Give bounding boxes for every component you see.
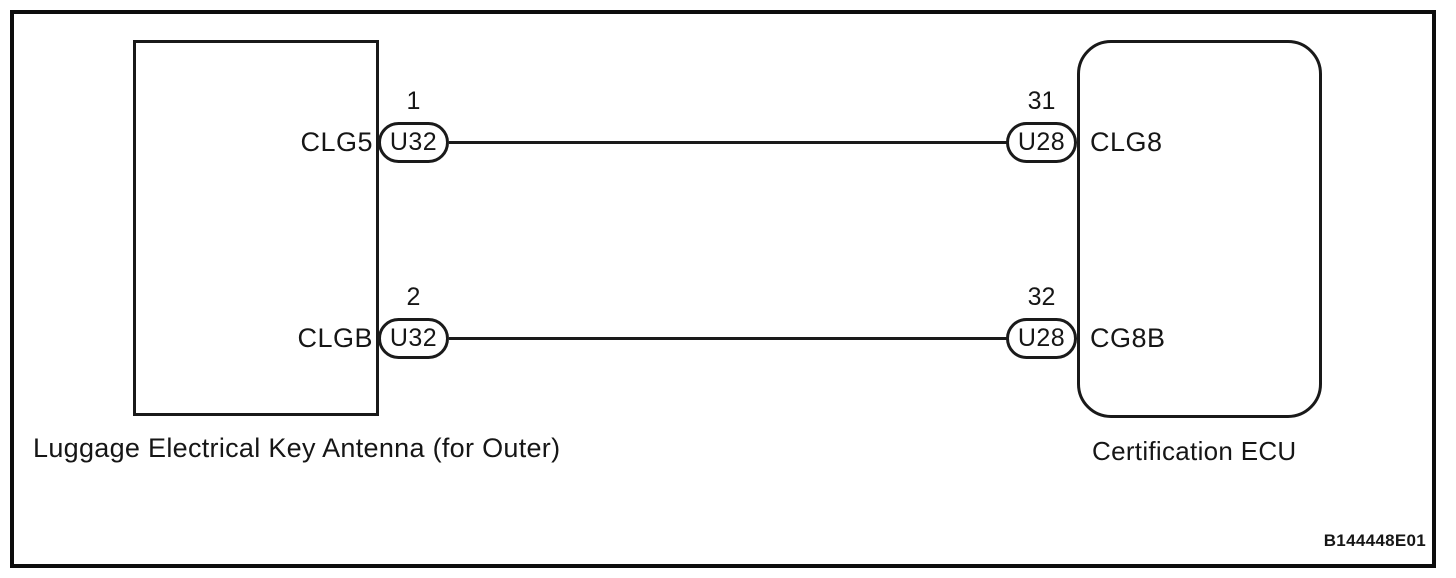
pin-number: 32 bbox=[1027, 283, 1056, 311]
wire-line bbox=[449, 337, 1007, 340]
pin-number: 1 bbox=[406, 87, 421, 115]
pin-number: 2 bbox=[406, 283, 421, 311]
connector-pill: U28 bbox=[1006, 318, 1077, 359]
diagram-border-frame bbox=[10, 10, 1436, 568]
wire-line bbox=[449, 141, 1007, 144]
right-component-box bbox=[1077, 40, 1322, 418]
left-component-box bbox=[133, 40, 379, 416]
right-component-label: Certification ECU bbox=[1092, 436, 1297, 466]
connector-pill: U32 bbox=[378, 122, 449, 163]
connector-pill: U28 bbox=[1006, 122, 1077, 163]
signal-label-left: CLGB bbox=[297, 323, 373, 353]
signal-label-right: CLG8 bbox=[1090, 127, 1163, 157]
figure-code: B144448E01 bbox=[1323, 531, 1426, 550]
signal-label-right: CG8B bbox=[1090, 323, 1166, 353]
connector-pill: U32 bbox=[378, 318, 449, 359]
left-component-label: Luggage Electrical Key Antenna (for Oute… bbox=[33, 433, 561, 463]
signal-label-left: CLG5 bbox=[300, 127, 373, 157]
pin-number: 31 bbox=[1027, 87, 1056, 115]
